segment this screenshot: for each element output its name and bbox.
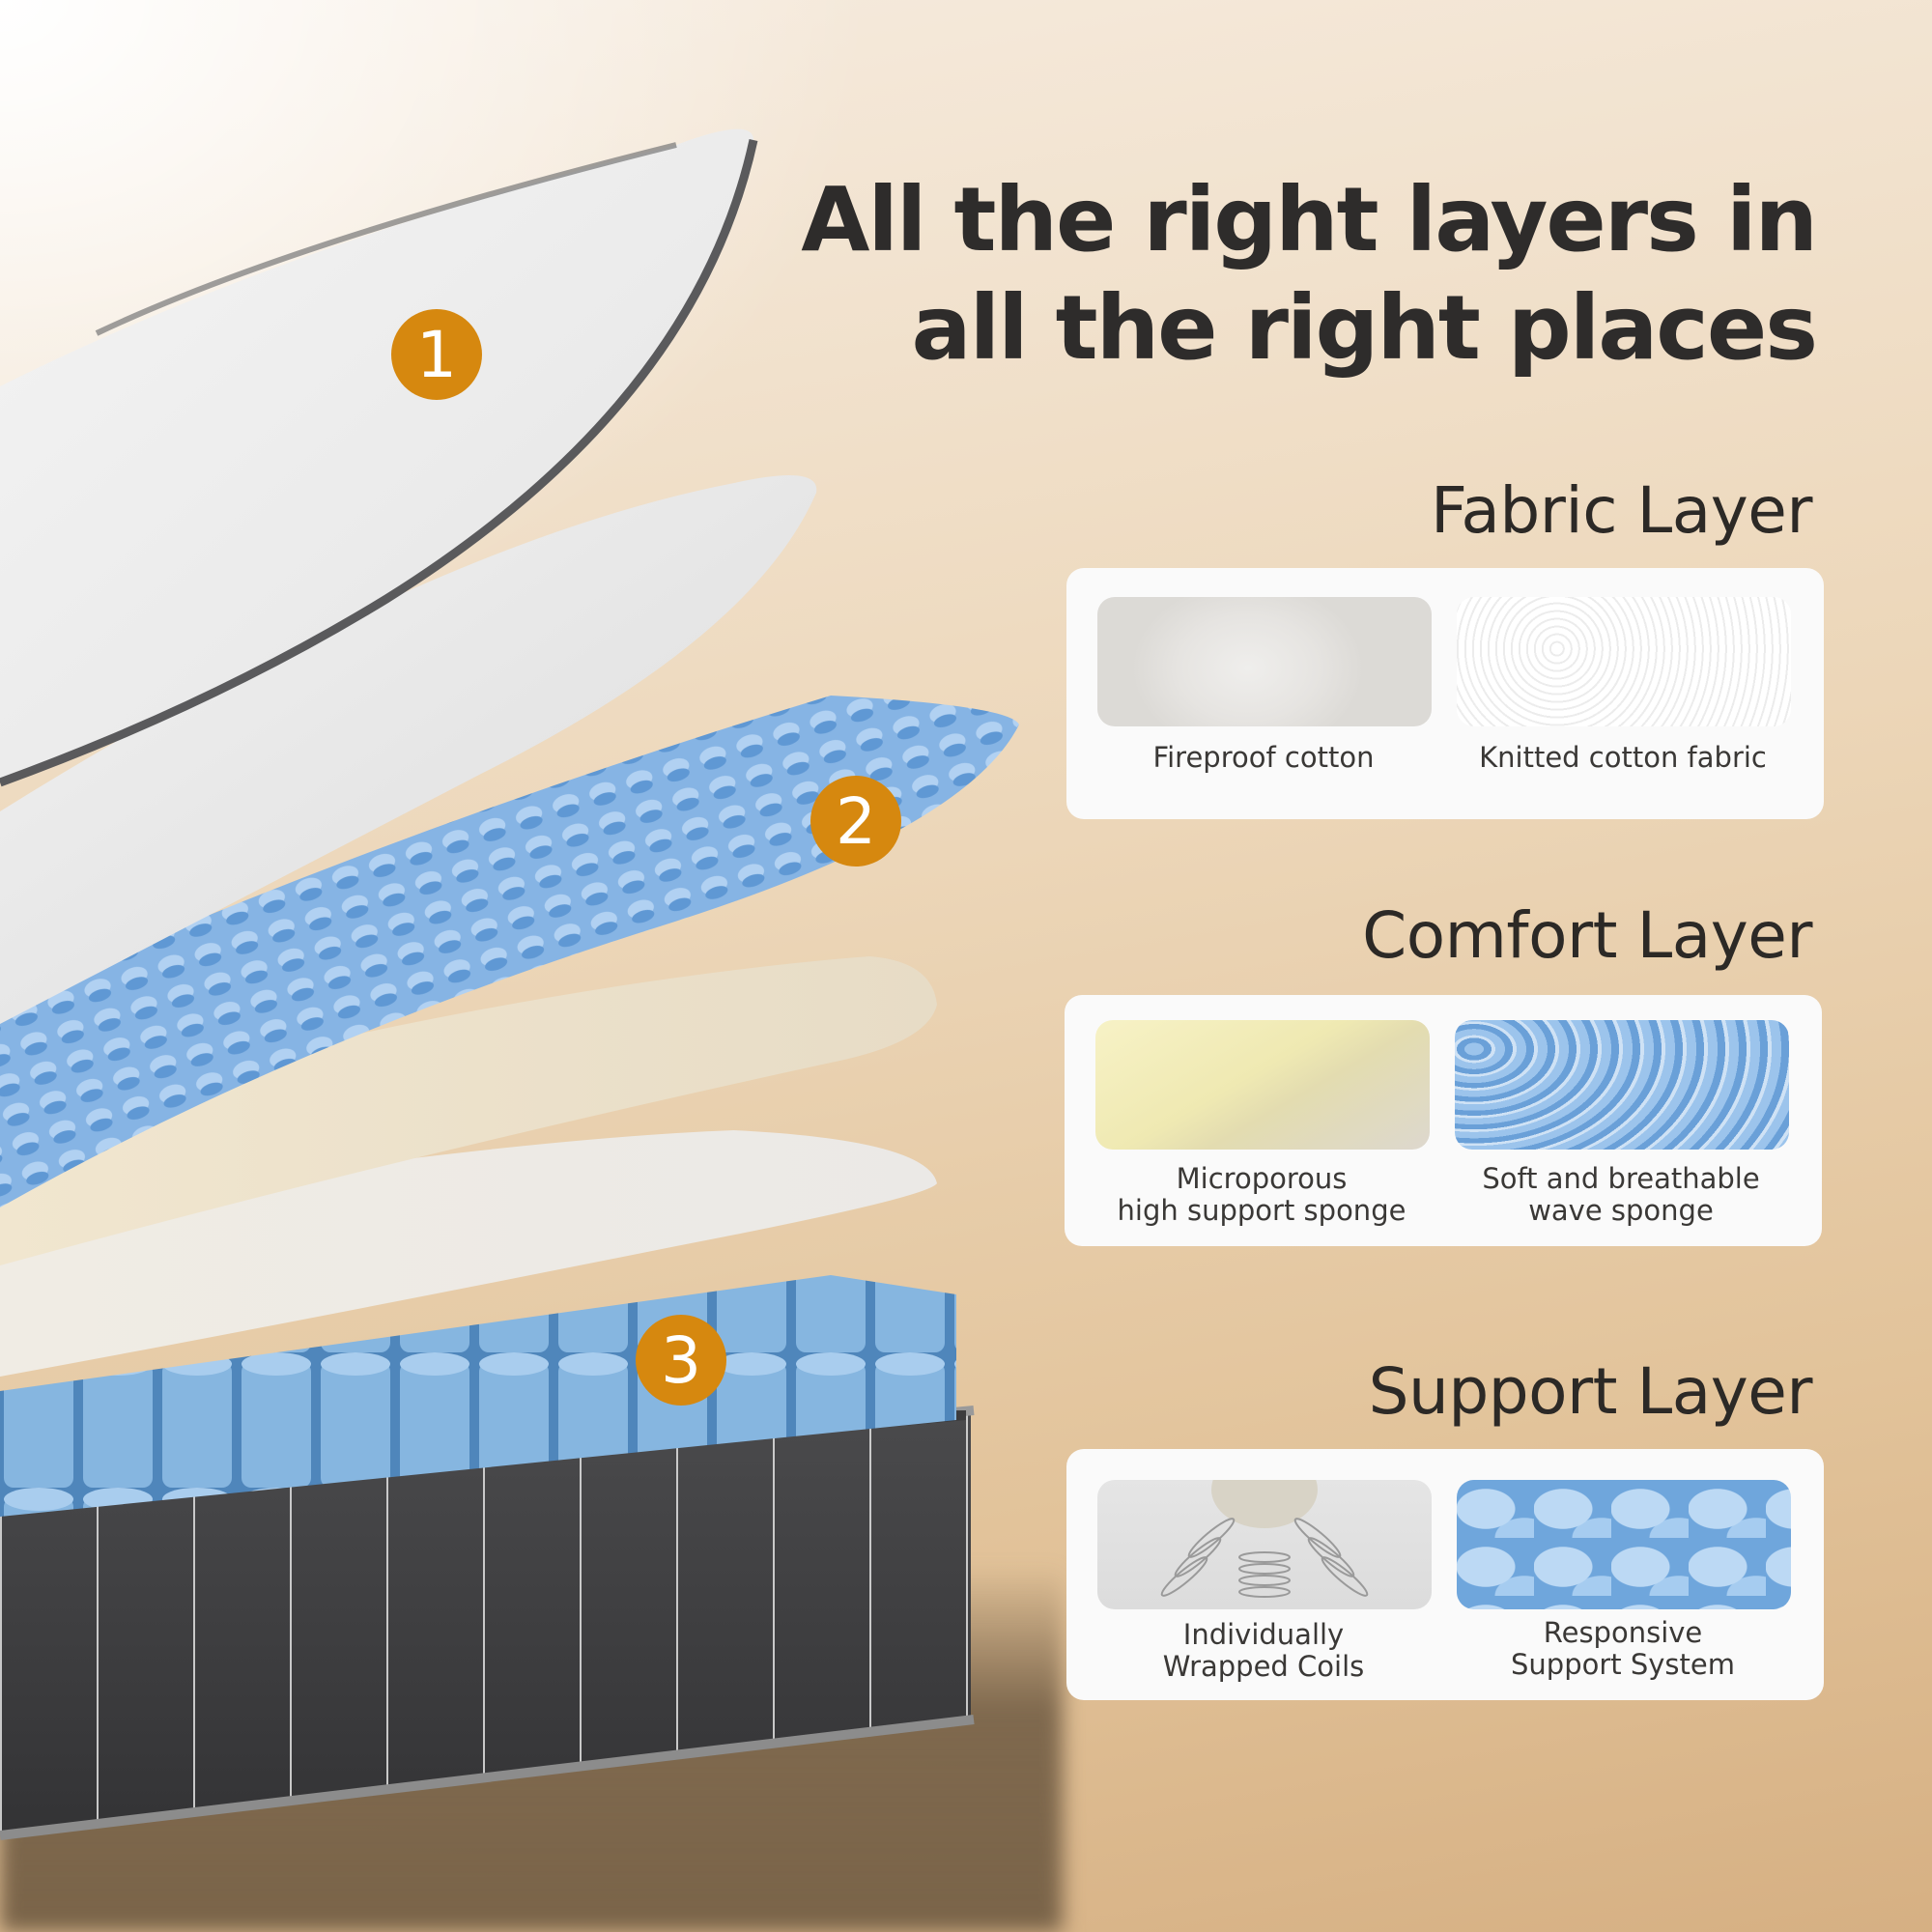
fireproof-cotton-image xyxy=(1097,597,1432,726)
caption-line: Wrapped Coils xyxy=(1162,1650,1365,1683)
headline-line-1: All the right layers in xyxy=(801,168,1818,271)
mattress-illustration: 1 2 3 xyxy=(0,128,1019,1840)
caption-fireproof-cotton: Fireproof cotton xyxy=(1080,742,1447,774)
section-title-support: Support Layer xyxy=(1368,1354,1813,1429)
fabric-layer-card: Fireproof cotton Knitted cotton fabric xyxy=(1066,568,1824,819)
caption-line: Support System xyxy=(1511,1648,1735,1681)
badge-number: 1 xyxy=(416,317,457,392)
caption-line: high support sponge xyxy=(1117,1194,1406,1227)
caption-line: Individually xyxy=(1182,1618,1345,1651)
layer-badge-2: 2 xyxy=(810,776,901,867)
knitted-fabric-image xyxy=(1457,597,1791,726)
caption-wrapped-coils: Individually Wrapped Coils xyxy=(1080,1619,1447,1683)
badge-number: 2 xyxy=(836,783,876,859)
spring-icon xyxy=(1160,1480,1369,1598)
comfort-layer-card: Microporous high support sponge Soft and… xyxy=(1065,995,1822,1246)
microporous-sponge-image xyxy=(1095,1020,1430,1150)
badge-number: 3 xyxy=(661,1322,701,1398)
caption-responsive-support: Responsive Support System xyxy=(1439,1617,1806,1681)
caption-line: Microporous xyxy=(1176,1162,1348,1195)
caption-line: Fireproof cotton xyxy=(1152,741,1375,774)
caption-line: wave sponge xyxy=(1528,1194,1714,1227)
page-title: All the right layers in all the right pl… xyxy=(753,166,1818,383)
wrapped-coils-image xyxy=(1097,1480,1432,1609)
caption-knitted-cotton-fabric: Knitted cotton fabric xyxy=(1439,742,1806,774)
caption-line: Responsive xyxy=(1543,1616,1703,1649)
headline-line-2: all the right places xyxy=(911,276,1818,380)
section-title-fabric: Fabric Layer xyxy=(1431,473,1813,548)
support-layer-card: Individually Wrapped Coils Responsive Su… xyxy=(1066,1449,1824,1700)
section-title-comfort: Comfort Layer xyxy=(1362,898,1812,973)
caption-line: Soft and breathable xyxy=(1482,1162,1760,1195)
caption-wave-sponge: Soft and breathable wave sponge xyxy=(1437,1163,1804,1227)
caption-line: Knitted cotton fabric xyxy=(1479,741,1767,774)
layer-badge-3: 3 xyxy=(636,1315,726,1406)
wave-sponge-image xyxy=(1455,1020,1789,1150)
layer-badge-1: 1 xyxy=(391,309,482,400)
caption-microporous-sponge: Microporous high support sponge xyxy=(1078,1163,1445,1227)
pocket-coils-image xyxy=(1457,1480,1791,1609)
